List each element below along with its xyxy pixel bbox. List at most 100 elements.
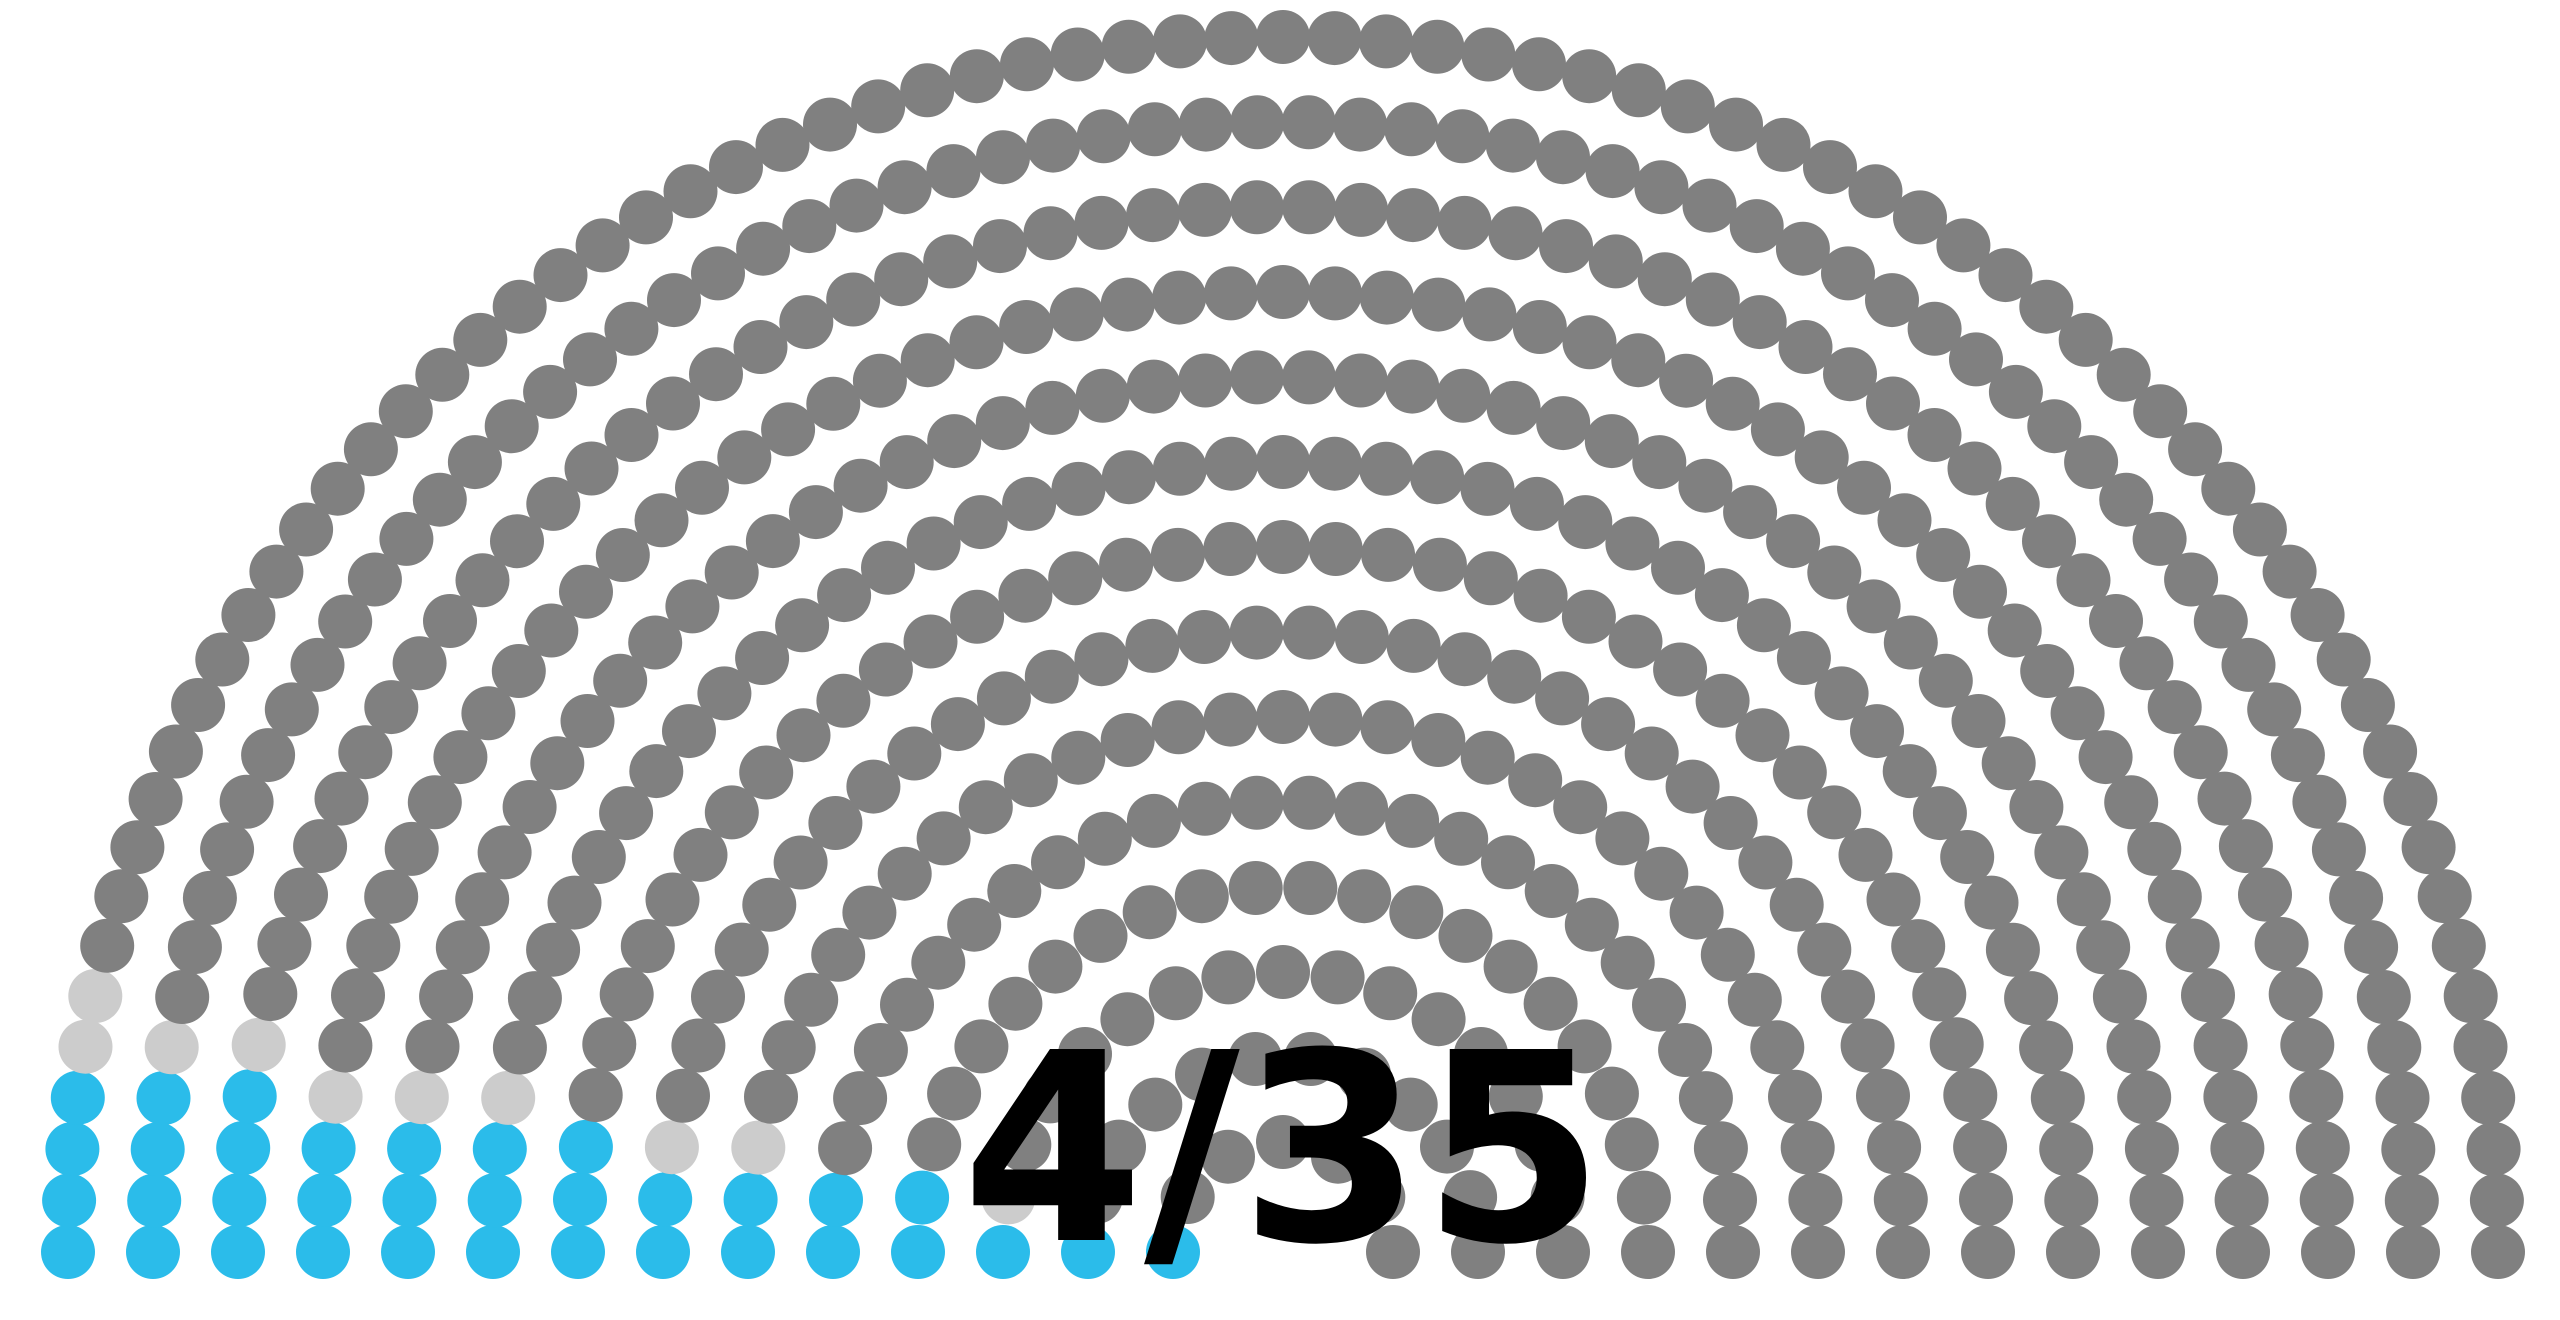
seat-party-2	[110, 820, 165, 875]
seat-party-2	[243, 967, 298, 1022]
seat-party-2	[1463, 551, 1518, 606]
seat-party-2	[2133, 384, 2188, 439]
seat-party-2	[2280, 1017, 2335, 1072]
seat-party-2	[1051, 730, 1106, 785]
seat-party-2	[1794, 430, 1849, 485]
seat-party-2	[477, 825, 532, 880]
seat-party-2	[1256, 265, 1310, 319]
seat-party-2	[2147, 869, 2202, 924]
seat-party-2	[2173, 725, 2228, 780]
seat-party-2	[662, 704, 716, 759]
seat-party-2	[691, 246, 745, 301]
seat-party-2	[1049, 287, 1104, 342]
seat-party-2	[1907, 301, 1962, 356]
seat-party-2	[318, 1018, 373, 1073]
seat-party-2	[1981, 736, 2036, 791]
seat-party-2	[379, 511, 434, 566]
seat-party-2	[1611, 63, 1666, 118]
seat-party-2	[1918, 653, 1973, 708]
seat-party-2	[1929, 1017, 1984, 1072]
seat-party-0	[297, 1173, 352, 1227]
seat-party-2	[1512, 300, 1567, 354]
seat-party-2	[1282, 605, 1337, 660]
seat-party-2	[906, 516, 961, 571]
seat-party-2	[2295, 1121, 2350, 1175]
seat-party-2	[1651, 540, 1705, 595]
seat-party-2	[2193, 594, 2248, 649]
seat-party-2	[1385, 188, 1440, 243]
seat-party-2	[851, 79, 906, 134]
seat-party-2	[310, 461, 365, 516]
seat-party-2	[331, 968, 385, 1023]
seat-party-2	[1025, 380, 1080, 435]
seat-party-2	[604, 408, 659, 462]
seat-party-2	[811, 927, 866, 982]
seat-party-2	[378, 384, 433, 439]
seat-party-2	[1386, 618, 1441, 673]
seat-party-2	[1003, 753, 1058, 808]
seat-party-2	[663, 164, 718, 219]
seat-party-2	[1988, 364, 2043, 419]
seat-party-2	[2019, 279, 2074, 334]
seat-party-2	[1561, 589, 1616, 644]
seat-party-2	[412, 472, 467, 527]
seat-party-0	[721, 1225, 775, 1279]
seat-party-2	[2466, 1122, 2521, 1176]
seat-party-2	[1632, 977, 1686, 1032]
seat-party-2	[1768, 1069, 1822, 1124]
seat-party-0	[723, 1172, 778, 1227]
seat-party-2	[1460, 730, 1515, 785]
seat-party-2	[1943, 1068, 1998, 1123]
seat-party-2	[1412, 537, 1467, 592]
seat-party-1	[144, 1020, 199, 1075]
seat-party-2	[880, 977, 934, 1032]
seat-party-2	[2375, 1071, 2430, 1126]
seat-party-2	[1709, 97, 1763, 152]
seat-party-2	[274, 867, 328, 922]
seat-party-0	[806, 1225, 860, 1279]
seat-party-2	[405, 1019, 460, 1074]
seat-party-2	[604, 301, 659, 356]
seat-party-2	[1865, 273, 1919, 328]
seat-party-2	[1334, 182, 1389, 237]
seat-party-1	[68, 969, 123, 1023]
seat-party-2	[2096, 347, 2151, 402]
seat-party-2	[846, 759, 901, 814]
seat-party-2	[1126, 359, 1181, 414]
seat-party-0	[50, 1070, 105, 1125]
seat-party-2	[2027, 399, 2082, 454]
seat-party-2	[1148, 966, 1203, 1021]
seat-party-2	[2193, 1018, 2248, 1073]
seat-party-2	[1978, 248, 2033, 303]
seat-party-2	[1700, 927, 1755, 982]
seat-party-2	[2044, 1173, 2099, 1228]
seat-party-2	[2290, 588, 2345, 642]
seat-party-2	[620, 919, 675, 974]
seat-party-2	[1695, 673, 1750, 728]
seat-party-2	[1553, 780, 1608, 835]
seat-party-2	[874, 252, 929, 307]
seat-party-2	[1177, 182, 1232, 237]
seat-party-2	[1512, 37, 1566, 92]
seat-party-2	[826, 272, 881, 327]
seat-party-2	[1961, 1225, 2015, 1279]
seat-party-2	[1204, 266, 1258, 321]
seat-party-2	[1101, 19, 1156, 74]
seat-party-2	[433, 730, 488, 785]
seat-party-0	[301, 1121, 356, 1176]
seat-party-2	[2076, 920, 2131, 975]
seat-party-2	[2078, 730, 2133, 785]
seat-party-2	[1508, 753, 1563, 808]
seat-party-2	[219, 774, 274, 829]
seat-party-0	[212, 1172, 267, 1227]
seat-party-2	[2131, 1225, 2185, 1279]
seat-party-2	[1028, 939, 1083, 994]
seat-party-2	[1732, 295, 1787, 350]
seat-party-2	[1562, 49, 1617, 104]
seat-party-2	[1256, 10, 1310, 64]
seat-party-2	[1128, 1077, 1183, 1132]
seat-party-2	[526, 922, 581, 977]
seat-party-2	[1595, 811, 1650, 866]
seat-party-2	[2356, 970, 2411, 1024]
seat-party-2	[2270, 728, 2325, 783]
